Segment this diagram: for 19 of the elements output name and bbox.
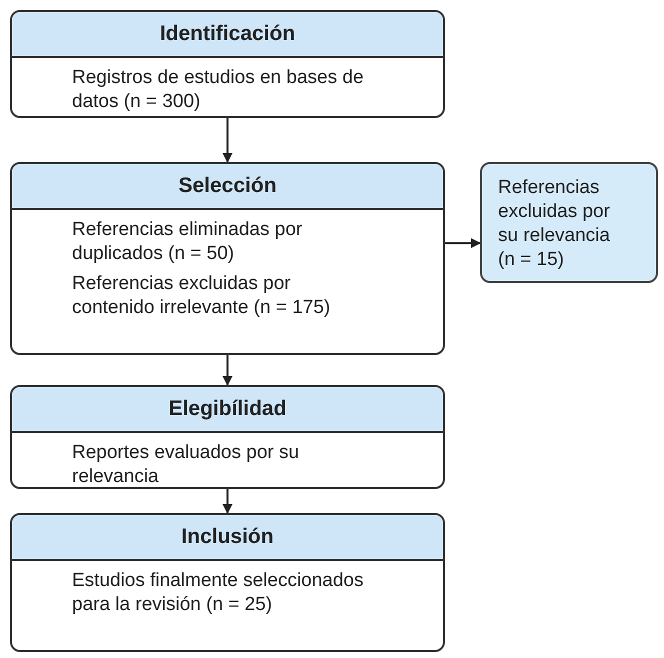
stage-text: Reportes evaluados por su relevancia	[72, 441, 300, 487]
stage-text: Registros de estudios en bases de datos (n = 300)	[72, 66, 365, 114]
stage-box	[10, 513, 445, 652]
stage-box	[10, 162, 445, 355]
arrow	[222, 355, 232, 386]
stage-heading: Elegibílidad	[12, 387, 443, 433]
arrow	[445, 238, 481, 248]
stage-box	[10, 10, 445, 118]
arrow	[222, 489, 232, 514]
stage-heading: Inclusión	[12, 515, 443, 561]
stage-text: Estudios finalmente seleccionados para la revisión (n = 25)	[72, 569, 365, 617]
arrow	[222, 118, 232, 163]
stage-heading: Selección	[12, 164, 443, 210]
stage-heading: Identificación	[12, 12, 443, 58]
box-text: Referencias excluidas por su relevancia (n = 15)	[498, 176, 611, 272]
stage-box	[10, 385, 445, 489]
stage-text: Referencias excluidas por contenido irrelevante (n = 175)	[72, 272, 332, 320]
side-box	[480, 162, 658, 283]
stage-text: Referencias eliminadas por duplicados (n = 50)	[72, 218, 304, 266]
